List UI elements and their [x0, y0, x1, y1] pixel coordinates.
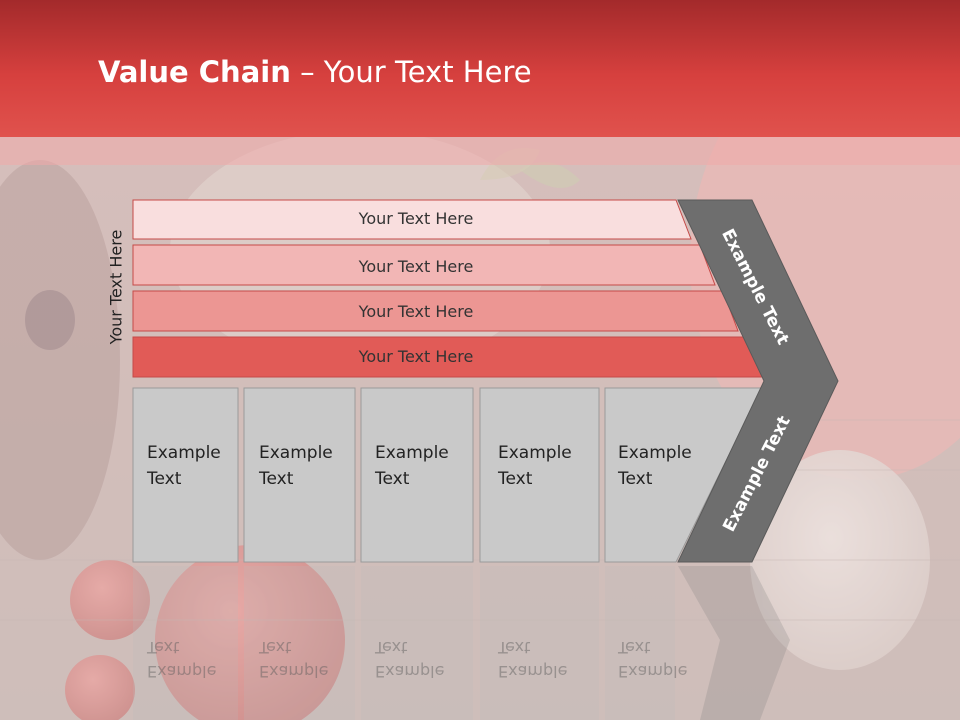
reflection [133, 566, 790, 720]
primary-box-label-2-line2: Text [259, 469, 294, 489]
primary-box-3[interactable] [360, 387, 474, 563]
margin-chevron[interactable] [677, 199, 839, 563]
primary-box-2[interactable] [243, 387, 356, 563]
primary-box-5[interactable] [604, 387, 763, 563]
title-band [0, 137, 960, 165]
primary-box-4[interactable] [479, 387, 600, 563]
primary-box-label-1-line2: Text [147, 469, 182, 489]
primary-box-label-5-line1: Example [618, 443, 692, 463]
primary-box-label-4-line2: Text [498, 469, 533, 489]
primary-box-label-4-line1: Example [498, 443, 572, 463]
title-bar [0, 0, 960, 137]
slide-title: Value Chain – Your Text Here [98, 55, 532, 89]
primary-box-label-3-line2: Text [375, 469, 410, 489]
slide-title-bold: Value Chain [98, 55, 291, 89]
primary-box-label-3-line1: Example [375, 443, 449, 463]
support-bar-3[interactable] [132, 290, 739, 332]
support-bar-label-2: Your Text Here [358, 257, 474, 276]
primary-box-label-1-line1: Example [147, 443, 221, 463]
support-bar-label-3: Your Text Here [358, 302, 474, 321]
primary-box-label-5-line2: Text [618, 469, 653, 489]
slide-title-rest: – Your Text Here [290, 55, 532, 89]
primary-box-label-2-line1: Example [259, 443, 333, 463]
primary-box-1[interactable] [132, 387, 239, 563]
support-bar-label-1: Your Text Here [358, 209, 474, 228]
support-bar-label-4: Your Text Here [358, 347, 474, 366]
support-bar-1[interactable] [132, 199, 692, 240]
support-bar-2[interactable] [132, 244, 716, 286]
